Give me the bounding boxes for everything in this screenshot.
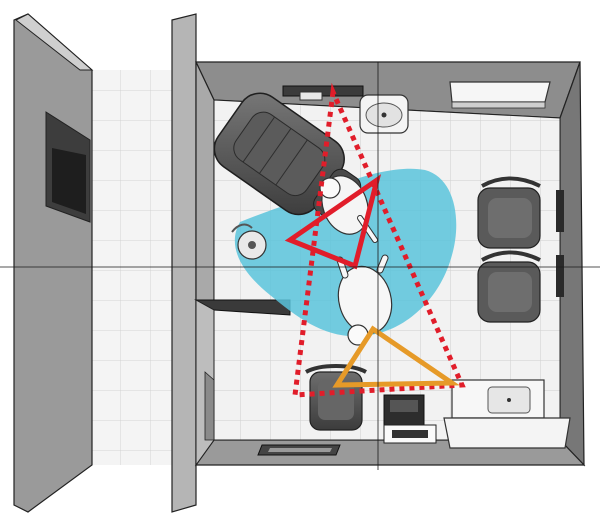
mobile-cabinet (383, 394, 437, 444)
partition-inner (204, 371, 215, 441)
wall-panel (556, 255, 564, 297)
assistant-triangle (332, 325, 460, 388)
floor-mat-inner (268, 448, 332, 452)
counter-icon (443, 379, 571, 449)
waiting-chair-icon (477, 176, 541, 249)
shelf-device (299, 91, 323, 101)
hallway (13, 13, 197, 513)
treatment-room (194, 61, 586, 467)
hallway-left-wall (13, 13, 93, 513)
hallway-floor (80, 70, 180, 465)
hallway-left-wall-top (15, 13, 94, 71)
wall-panel (556, 190, 564, 232)
cabinet-icon (449, 81, 551, 109)
room-left-outer-wall (171, 13, 197, 513)
overall-work-triangle (292, 82, 466, 398)
waiting-chair-icon (477, 250, 541, 323)
assistant-stool-icon (305, 364, 367, 431)
wall-shelf (282, 85, 364, 97)
sink-icon (359, 94, 409, 134)
operator-stool-icon (231, 223, 267, 260)
dentist-triangle (284, 174, 382, 270)
wall-niche-inner (52, 148, 86, 214)
